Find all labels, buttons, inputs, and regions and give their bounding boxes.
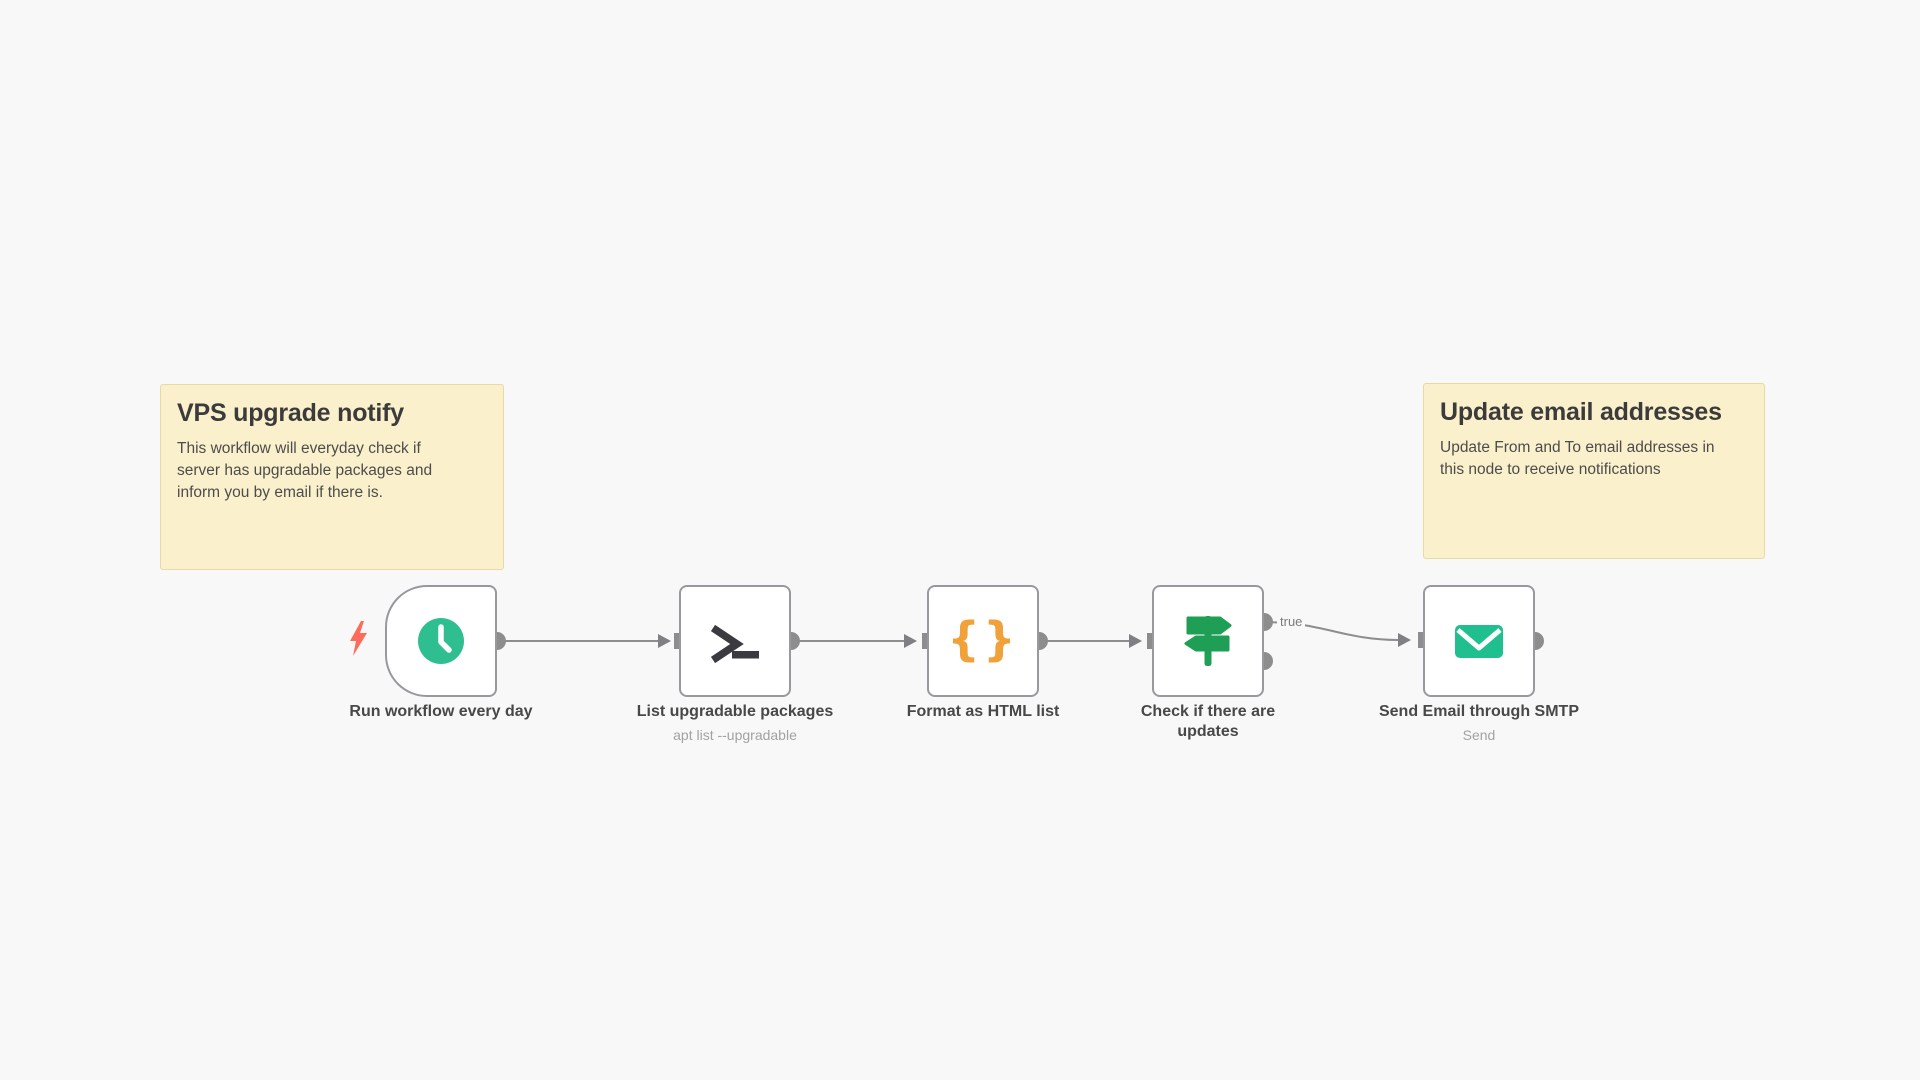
node-format-as-html-list[interactable]: {} xyxy=(927,585,1039,697)
sticky-note-body: Update From and To email addresses in th… xyxy=(1440,439,1715,478)
clock-icon xyxy=(418,618,464,664)
connection-true-label: true xyxy=(1277,613,1306,630)
connection-trigger-to-command[interactable] xyxy=(497,634,671,648)
node-label: Send Email through SMTP xyxy=(1378,703,1579,720)
connection-code-to-if[interactable] xyxy=(1039,634,1142,648)
arrowhead-icon xyxy=(658,634,671,648)
sticky-note-update-email-addresses[interactable]: Update email addresses Update From and T… xyxy=(1423,383,1765,559)
trigger-bolt-icon xyxy=(350,621,367,656)
arrowhead-icon xyxy=(1398,633,1411,647)
node-run-workflow-every-day[interactable] xyxy=(385,585,497,697)
node-subtitle: apt list --upgradable xyxy=(673,727,797,743)
sticky-note-vps-upgrade-notify[interactable]: VPS upgrade notify This workflow will ev… xyxy=(160,384,504,570)
node-list-upgradable-packages[interactable] xyxy=(679,585,791,697)
connection-command-to-code[interactable] xyxy=(791,634,917,648)
terminal-icon xyxy=(710,624,759,664)
node-label: Format as HTML list xyxy=(906,703,1060,720)
curly-braces-icon: {} xyxy=(947,612,1019,666)
node-label-wrap: Send Email through SMTP Send xyxy=(1369,702,1589,743)
sticky-note-body: This workflow will everyday check if ser… xyxy=(177,440,433,501)
arrowhead-icon xyxy=(1129,634,1142,648)
arrowhead-icon xyxy=(904,634,917,648)
signpost-icon xyxy=(1184,616,1232,666)
node-label-wrap: List upgradable packages apt list --upgr… xyxy=(625,702,845,743)
sticky-note-title: Update email addresses xyxy=(1440,398,1722,426)
node-label-wrap: Format as HTML list xyxy=(873,702,1093,722)
node-label-wrap: Run workflow every day xyxy=(331,702,551,722)
node-send-email-through-smtp[interactable] xyxy=(1423,585,1535,697)
node-label: Check if there are updates xyxy=(1140,703,1276,740)
node-label: Run workflow every day xyxy=(349,703,533,720)
envelope-icon xyxy=(1455,625,1503,658)
node-label: List upgradable packages xyxy=(636,703,834,720)
node-check-if-there-are-updates[interactable] xyxy=(1152,585,1264,697)
node-label-wrap: Check if there are updates xyxy=(1098,702,1318,742)
sticky-note-title: VPS upgrade notify xyxy=(177,399,404,427)
node-subtitle: Send xyxy=(1462,727,1496,743)
